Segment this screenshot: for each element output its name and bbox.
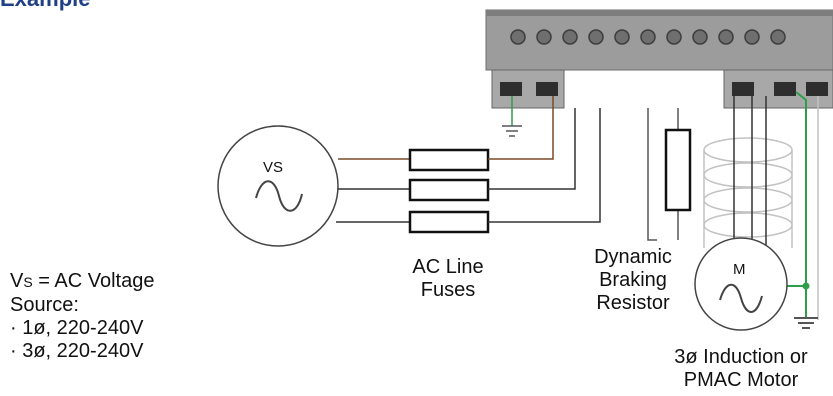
resistor-label-line: Dynamic [594,246,672,268]
drive-ground [502,96,522,137]
motor-label-line: PMAC Motor [683,369,799,391]
source-legend-item: · 1ø, 220-240V [10,317,144,339]
terminal-screw [588,29,604,45]
terminal-screw [510,29,526,45]
source-wires [336,158,410,223]
resistor-label: Dynamic Braking Resistor [570,246,696,315]
ac-line-fuses [408,148,490,234]
wire-out-2 [488,108,576,190]
motor-label: 3ø Induction or PMAC Motor [646,346,833,392]
sine-wave-icon [255,180,303,212]
terminal-screws [510,29,786,45]
motor-cable-shield [703,96,819,320]
fuses-label: AC Line Fuses [388,256,508,302]
motor-wires [733,96,767,252]
terminal-screw [614,29,630,45]
source-legend: VS = AC Voltage Source: · 1ø, 220-240V ·… [10,270,154,363]
resistor-lead-left [647,108,657,241]
shield-ring [703,187,793,213]
source-legend-var: V [10,270,24,292]
terminal-screw [562,29,578,45]
terminal-lug [732,82,754,96]
source-legend-sub: S [23,274,33,290]
source-legend-rest: = AC Voltage [32,270,155,292]
shield-ring [703,162,793,188]
terminal-screw [718,29,734,45]
drive-top-edge [486,10,833,16]
motor-ground-wire [795,91,807,318]
fuses-label-line: AC Line [412,256,484,278]
motor-label-line: 3ø Induction or [674,346,808,368]
resistor-label-line: Braking [599,269,667,291]
terminal-screw [744,29,760,45]
terminal-screw [640,29,656,45]
terminal-screw [536,29,552,45]
source-legend-item: · 3ø, 220-240V [10,340,144,362]
terminal-screw [770,29,786,45]
source-circle [217,125,339,247]
terminal-lug [500,82,522,96]
dynamic-braking-resistor [647,108,692,241]
fuses-label-line: Fuses [420,279,476,301]
wire-out-3 [488,108,601,223]
wire-out-1 [488,96,554,160]
terminal-lug [774,82,796,96]
fuse [408,178,490,202]
source-legend-line2: Source: [10,294,79,316]
resistor-body [664,128,692,212]
ground-node [802,282,810,290]
sine-wave-icon [719,283,763,313]
motor [694,237,788,331]
shield-ring [703,137,793,163]
motor-circle [694,237,788,331]
source-legend-line1: VS = AC Voltage [10,270,154,294]
terminal-screw [666,29,682,45]
fuse [408,148,490,172]
fuse [408,210,490,234]
diagram-heading: Example [0,0,91,12]
terminal-lug [536,82,558,96]
terminal-lug [806,82,828,96]
resistor-label-line: Resistor [596,292,670,314]
source-symbol: VS [263,159,284,176]
drive-unit [485,9,833,109]
terminal-blocks [491,69,833,109]
motor-symbol: M [733,261,746,278]
terminal-screw [692,29,708,45]
ac-voltage-source [217,125,339,247]
fuse-to-drive-wires [488,96,601,223]
shield-ring [703,212,793,238]
